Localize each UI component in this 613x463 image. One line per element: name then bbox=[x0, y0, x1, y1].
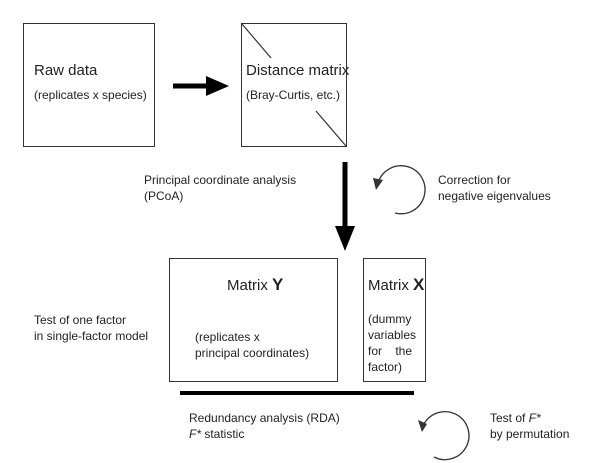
perm-prefix: Test of bbox=[490, 411, 529, 425]
matrix-y-symbol: Y bbox=[272, 275, 284, 294]
raw-data-title: Raw data bbox=[34, 62, 98, 79]
matrix-y-desc-1: (replicates x bbox=[195, 330, 260, 344]
distance-matrix-box bbox=[241, 23, 347, 147]
matrix-x-title: Matrix X bbox=[368, 274, 424, 296]
vertical-arrow bbox=[335, 162, 355, 251]
test-factor-label-1: Test of one factor bbox=[34, 313, 127, 327]
matrix-y-box bbox=[169, 258, 338, 382]
correction-label-2: negative eigenvalues bbox=[438, 189, 551, 203]
raw-data-box bbox=[23, 23, 155, 147]
matrix-x-desc-1: (dummy bbox=[368, 312, 412, 326]
pcoa-label-2: (PCoA) bbox=[144, 189, 184, 203]
perm-label-2: by permutation bbox=[490, 427, 570, 441]
distance-matrix-title: Distance matrix bbox=[246, 62, 350, 79]
rda-label-1: Redundancy analysis (RDA) bbox=[189, 411, 340, 425]
pcoa-label-1: Principal coordinate analysis bbox=[144, 173, 297, 187]
perm-label-1: Test of F* bbox=[490, 410, 541, 426]
perm-symbol: F* bbox=[528, 411, 541, 425]
raw-data-subtitle: (replicates x species) bbox=[34, 88, 147, 102]
horizontal-arrow bbox=[173, 76, 229, 96]
matrix-x-desc-2: variables bbox=[368, 328, 417, 342]
distance-matrix-subtitle: (Bray-Curtis, etc.) bbox=[246, 88, 341, 102]
matrix-y-title-prefix: Matrix bbox=[227, 277, 272, 294]
rda-stat-text: statistic bbox=[201, 427, 245, 441]
matrix-x-desc-4: factor) bbox=[368, 360, 403, 374]
matrix-x-title-prefix: Matrix bbox=[368, 277, 413, 294]
matrix-x-box bbox=[363, 258, 426, 382]
correction-label-1: Correction for bbox=[438, 173, 511, 187]
permutation-cycle-icon bbox=[418, 411, 470, 461]
matrix-x-symbol: X bbox=[413, 275, 425, 294]
correction-cycle-icon bbox=[373, 165, 426, 215]
rda-label-2: F* statistic bbox=[189, 426, 244, 442]
test-factor-label-2: in single-factor model bbox=[34, 329, 149, 343]
rda-stat-symbol: F* bbox=[189, 427, 201, 441]
matrix-y-title: Matrix Y bbox=[227, 274, 283, 296]
matrix-x-desc-3: for the bbox=[368, 344, 413, 358]
matrix-y-desc-2: principal coordinates) bbox=[195, 346, 310, 360]
